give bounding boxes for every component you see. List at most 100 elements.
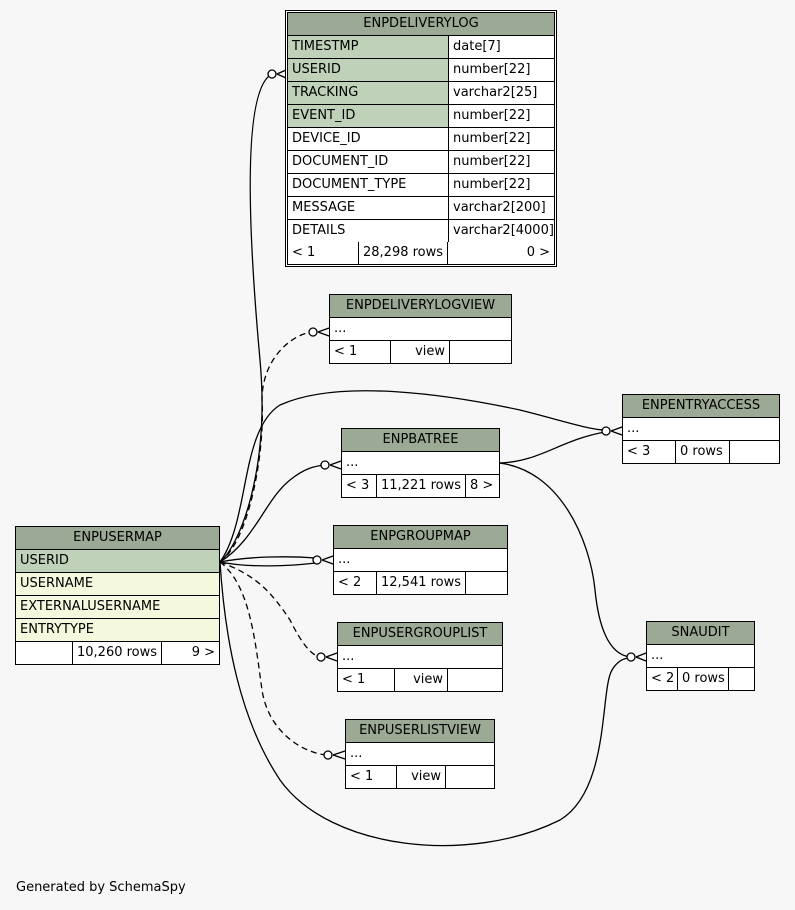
column-name[interactable]: TIMESTMP	[288, 36, 448, 58]
table-enpgroupmap[interactable]: ENPGROUPMAP ... < 2 12,541 rows	[333, 525, 508, 595]
column-entrytype[interactable]: ENTRYTYPE	[20, 622, 94, 637]
column-name[interactable]: DOCUMENT_ID	[292, 154, 389, 169]
children-count[interactable]: 0 >	[447, 242, 554, 264]
parents-count[interactable]: < 2	[338, 575, 362, 590]
column-type: number[22]	[448, 151, 554, 173]
table-title[interactable]: ENPUSERGROUPLIST	[338, 623, 502, 646]
parents-count[interactable]: < 3	[346, 478, 370, 493]
column-name[interactable]: DETAILS	[292, 223, 346, 238]
row-count: 0 rows	[675, 441, 729, 463]
edge-usermap-deliverylog	[219, 73, 273, 563]
table-enpdeliverylogview[interactable]: ENPDELIVERYLOGVIEW ... < 1 view	[329, 294, 512, 364]
table-footer: < 1 view	[346, 766, 494, 788]
table-title[interactable]: ENPUSERLISTVIEW	[346, 720, 494, 743]
parents-count[interactable]: < 2	[651, 671, 675, 686]
column-type: varchar2[25]	[448, 82, 554, 104]
edge-usermap-deliverylogview	[219, 331, 313, 563]
column-username[interactable]: USERNAME	[20, 576, 94, 591]
column-type: date[7]	[448, 36, 554, 58]
column-row[interactable]: DOCUMENT_TYPE number[22]	[288, 174, 554, 197]
table-enpusergrouplist[interactable]: ENPUSERGROUPLIST ... < 1 view	[337, 622, 503, 692]
table-enpusermap[interactable]: ENPUSERMAP USERID USERNAME EXTERNALUSERN…	[15, 526, 220, 665]
column-row[interactable]: DETAILS varchar2[4000]	[288, 220, 554, 242]
parents-count[interactable]: < 1	[292, 245, 316, 260]
column-name[interactable]: EVENT_ID	[288, 105, 448, 127]
column-userid[interactable]: USERID	[20, 553, 69, 568]
table-enpuserlistview[interactable]: ENPUSERLISTVIEW ... < 1 view	[345, 719, 495, 789]
column-type: number[22]	[448, 128, 554, 150]
table-footer: < 3 0 rows	[623, 441, 779, 463]
edge-usermap-usergrouplist	[219, 561, 321, 658]
edge-batree-entryaccess	[498, 431, 606, 464]
edge-usermap-groupmap-a	[219, 556, 317, 563]
table-footer: < 2 0 rows	[647, 668, 754, 690]
table-title[interactable]: ENPGROUPMAP	[334, 526, 507, 549]
row-count: view	[396, 766, 445, 788]
column-type: varchar2[200]	[448, 197, 554, 219]
row-count: view	[390, 341, 449, 363]
column-name[interactable]: DOCUMENT_TYPE	[292, 177, 407, 192]
column-type: varchar2[4000]	[448, 220, 554, 242]
table-enpentryaccess[interactable]: ENPENTRYACCESS ... < 3 0 rows	[622, 394, 780, 464]
table-title[interactable]: ENPUSERMAP	[16, 527, 219, 550]
row-count: 10,260 rows	[72, 642, 161, 664]
edge-batree-snaudit	[498, 462, 631, 658]
children-count	[728, 668, 754, 690]
table-body: ...	[338, 552, 351, 567]
row-count: 11,221 rows	[376, 475, 465, 497]
edge-usermap-snaudit	[219, 561, 631, 847]
column-row[interactable]: DEVICE_ID number[22]	[288, 128, 554, 151]
parents-count[interactable]: < 1	[334, 344, 358, 359]
table-title[interactable]: ENPBATREE	[342, 429, 499, 452]
parents-count[interactable]: < 1	[342, 672, 366, 687]
edge-usermap-userlistview	[219, 561, 327, 756]
row-count: 12,541 rows	[376, 572, 465, 594]
children-count	[447, 669, 502, 691]
table-title[interactable]: ENPDELIVERYLOG	[288, 13, 554, 36]
edge-usermap-batree	[219, 464, 326, 563]
column-type: number[22]	[448, 59, 554, 81]
table-body: ...	[627, 421, 640, 436]
table-title[interactable]: ENPENTRYACCESS	[623, 395, 779, 418]
table-footer: 10,260 rows 9 >	[16, 642, 219, 664]
children-count[interactable]: 9 >	[161, 642, 219, 664]
column-name[interactable]: USERID	[288, 59, 448, 81]
column-type: number[22]	[448, 105, 554, 127]
children-count[interactable]: 8 >	[465, 475, 499, 497]
table-body: ...	[334, 321, 347, 336]
table-snaudit[interactable]: SNAUDIT ... < 2 0 rows	[646, 621, 755, 691]
table-footer: < 3 11,221 rows 8 >	[342, 475, 499, 497]
column-row[interactable]: DOCUMENT_ID number[22]	[288, 151, 554, 174]
table-enpbatree[interactable]: ENPBATREE ... < 3 11,221 rows 8 >	[341, 428, 500, 498]
table-footer: < 2 12,541 rows	[334, 572, 507, 594]
edge-usermap-entryaccess	[219, 390, 606, 563]
children-count	[729, 441, 779, 463]
children-count	[465, 572, 507, 594]
table-footer: < 1 view	[330, 341, 511, 363]
table-footer: < 1 28,298 rows 0 >	[288, 242, 554, 264]
column-type: number[22]	[448, 174, 554, 196]
table-body: ...	[651, 648, 664, 663]
table-title[interactable]: SNAUDIT	[647, 622, 754, 645]
parents-count[interactable]: < 1	[350, 769, 374, 784]
column-externalusername[interactable]: EXTERNALUSERNAME	[20, 599, 161, 614]
table-title[interactable]: ENPDELIVERYLOGVIEW	[330, 295, 511, 318]
parents-count	[16, 642, 72, 664]
edge-usermap-groupmap-b	[219, 561, 317, 567]
table-body: ...	[350, 746, 363, 761]
table-footer: < 1 view	[338, 669, 502, 691]
generated-by-note: Generated by SchemaSpy	[16, 880, 186, 895]
table-body: ...	[342, 649, 355, 664]
column-name[interactable]: DEVICE_ID	[292, 131, 361, 146]
column-name[interactable]: MESSAGE	[292, 200, 356, 215]
parents-count[interactable]: < 3	[627, 444, 651, 459]
column-row[interactable]: MESSAGE varchar2[200]	[288, 197, 554, 220]
row-count: 0 rows	[677, 668, 728, 690]
column-name[interactable]: TRACKING	[288, 82, 448, 104]
